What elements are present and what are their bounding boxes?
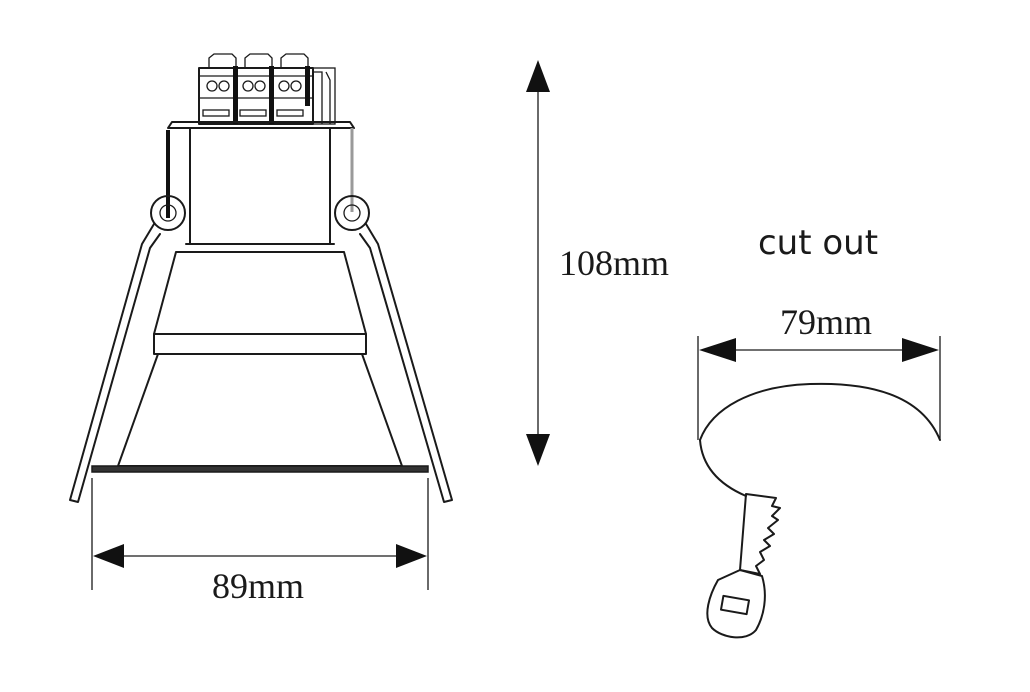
trim-ring (91, 465, 429, 473)
right-spring-arm (359, 223, 453, 503)
height-arrow-bottom (526, 434, 550, 466)
cutout-label: 79mm (780, 302, 872, 342)
cutout-hole-lower-edge (699, 439, 747, 497)
cutout-arrow-right (902, 338, 939, 362)
saw-icon (706, 493, 781, 639)
height-label: 108mm (559, 243, 669, 283)
width-arrow-right (396, 544, 427, 568)
driver-box (189, 127, 331, 245)
cutout-arrow-left (699, 338, 736, 362)
downlight-fixture (69, 53, 453, 503)
cutout-dimension (697, 336, 941, 440)
height-dimension (526, 60, 550, 466)
cutout-title: cut out (758, 223, 878, 263)
width-arrow-left (93, 544, 124, 568)
terminal-block (198, 53, 336, 125)
width-label: 89mm (212, 566, 304, 606)
left-spring-arm (69, 223, 161, 503)
cutout-hole-top-edge (699, 382, 941, 441)
height-arrow-top (526, 60, 550, 92)
width-dimension (91, 478, 429, 590)
right-spring-pivot (334, 195, 370, 231)
left-spring-pivot (150, 195, 186, 231)
housing-body (117, 251, 403, 467)
